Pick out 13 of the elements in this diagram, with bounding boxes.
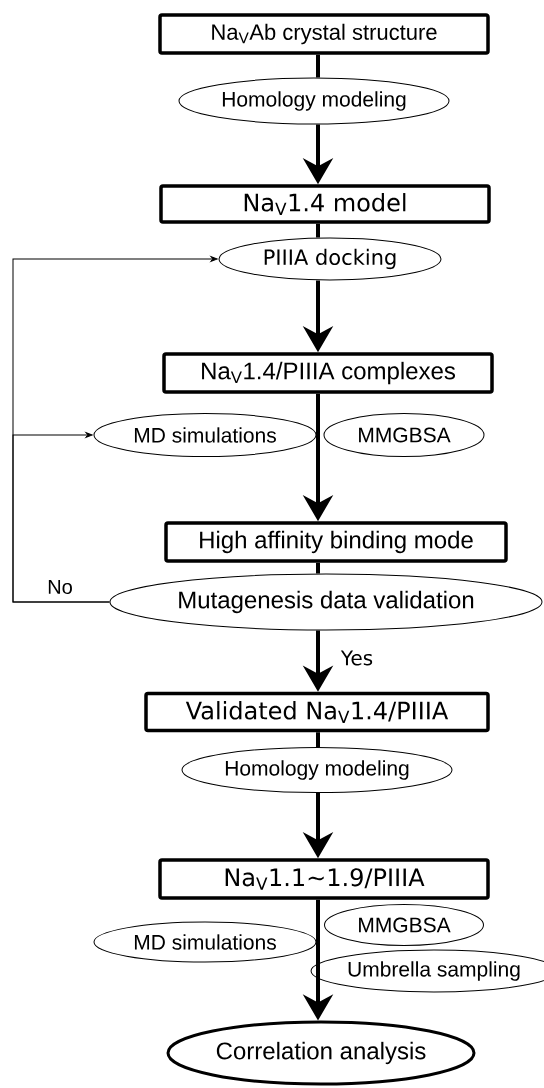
- connector-line: [316, 223, 320, 238]
- process-box: Na$_{V}$1.4/PIIIA complexes: [162, 352, 494, 394]
- connector-line: [316, 562, 320, 574]
- feedback-arrow: [12, 432, 110, 603]
- connector-line: [316, 732, 320, 747]
- process-box: Na$_{V}$Ab crystal structure: [158, 13, 490, 55]
- connector-line: [316, 54, 320, 78]
- process-box: Na$_{V}$1.1~1.9/PIIIA: [158, 858, 490, 900]
- edge-label: No: [46, 579, 74, 595]
- edge-label: Yes: [339, 649, 375, 667]
- process-box: Validated Na$_{V}$1.4/PIIIA: [144, 691, 490, 733]
- process-box: High affinity binding mode: [164, 521, 508, 563]
- process-box: Na$_{V}$1.4 model: [159, 184, 491, 224]
